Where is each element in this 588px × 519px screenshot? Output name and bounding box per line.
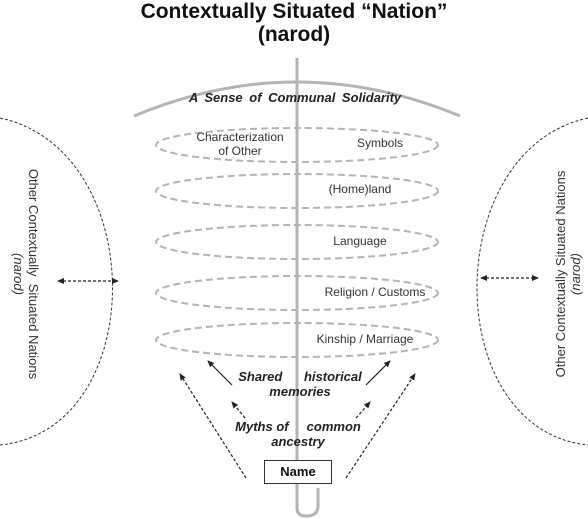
shared-memories-label: Shared historical memories — [238, 369, 362, 399]
right-nations-label: Other Contextually Situated Nations (nar… — [553, 170, 583, 378]
umbrella-shaft — [295, 58, 320, 518]
characterization-label: Characterization of Other — [196, 130, 284, 158]
diagram-title-line2: (narod) — [257, 23, 331, 46]
name-box: Name — [264, 460, 332, 484]
right-nations-arc — [476, 117, 588, 446]
arrow-myths-left — [231, 401, 246, 419]
ring-label-religion: Religion / Customs — [324, 285, 426, 299]
ring-label-language: Language — [333, 234, 387, 248]
communal-solidarity-label: A Sense of Communal Solidarity — [188, 90, 402, 105]
ring-label-homeland: (Home)land — [328, 182, 392, 196]
myths-label: Myths of common ancestry — [235, 419, 361, 449]
left-nations-label: Other Contextually Situated Nations (nar… — [11, 168, 41, 380]
arrow-name-left-outer — [179, 373, 247, 479]
arrow-memories-right — [365, 360, 391, 386]
arrow-myths-right — [355, 401, 371, 419]
arrow-memories-left — [207, 360, 233, 386]
left-nations-arc — [0, 117, 113, 446]
arrow-name-right-outer — [345, 373, 416, 479]
ring-label-kinship: Kinship / Marriage — [316, 332, 414, 346]
diagram-title-line1: Contextually Situated “Nation” — [140, 0, 448, 23]
ring-label-symbols: Symbols — [356, 136, 403, 150]
